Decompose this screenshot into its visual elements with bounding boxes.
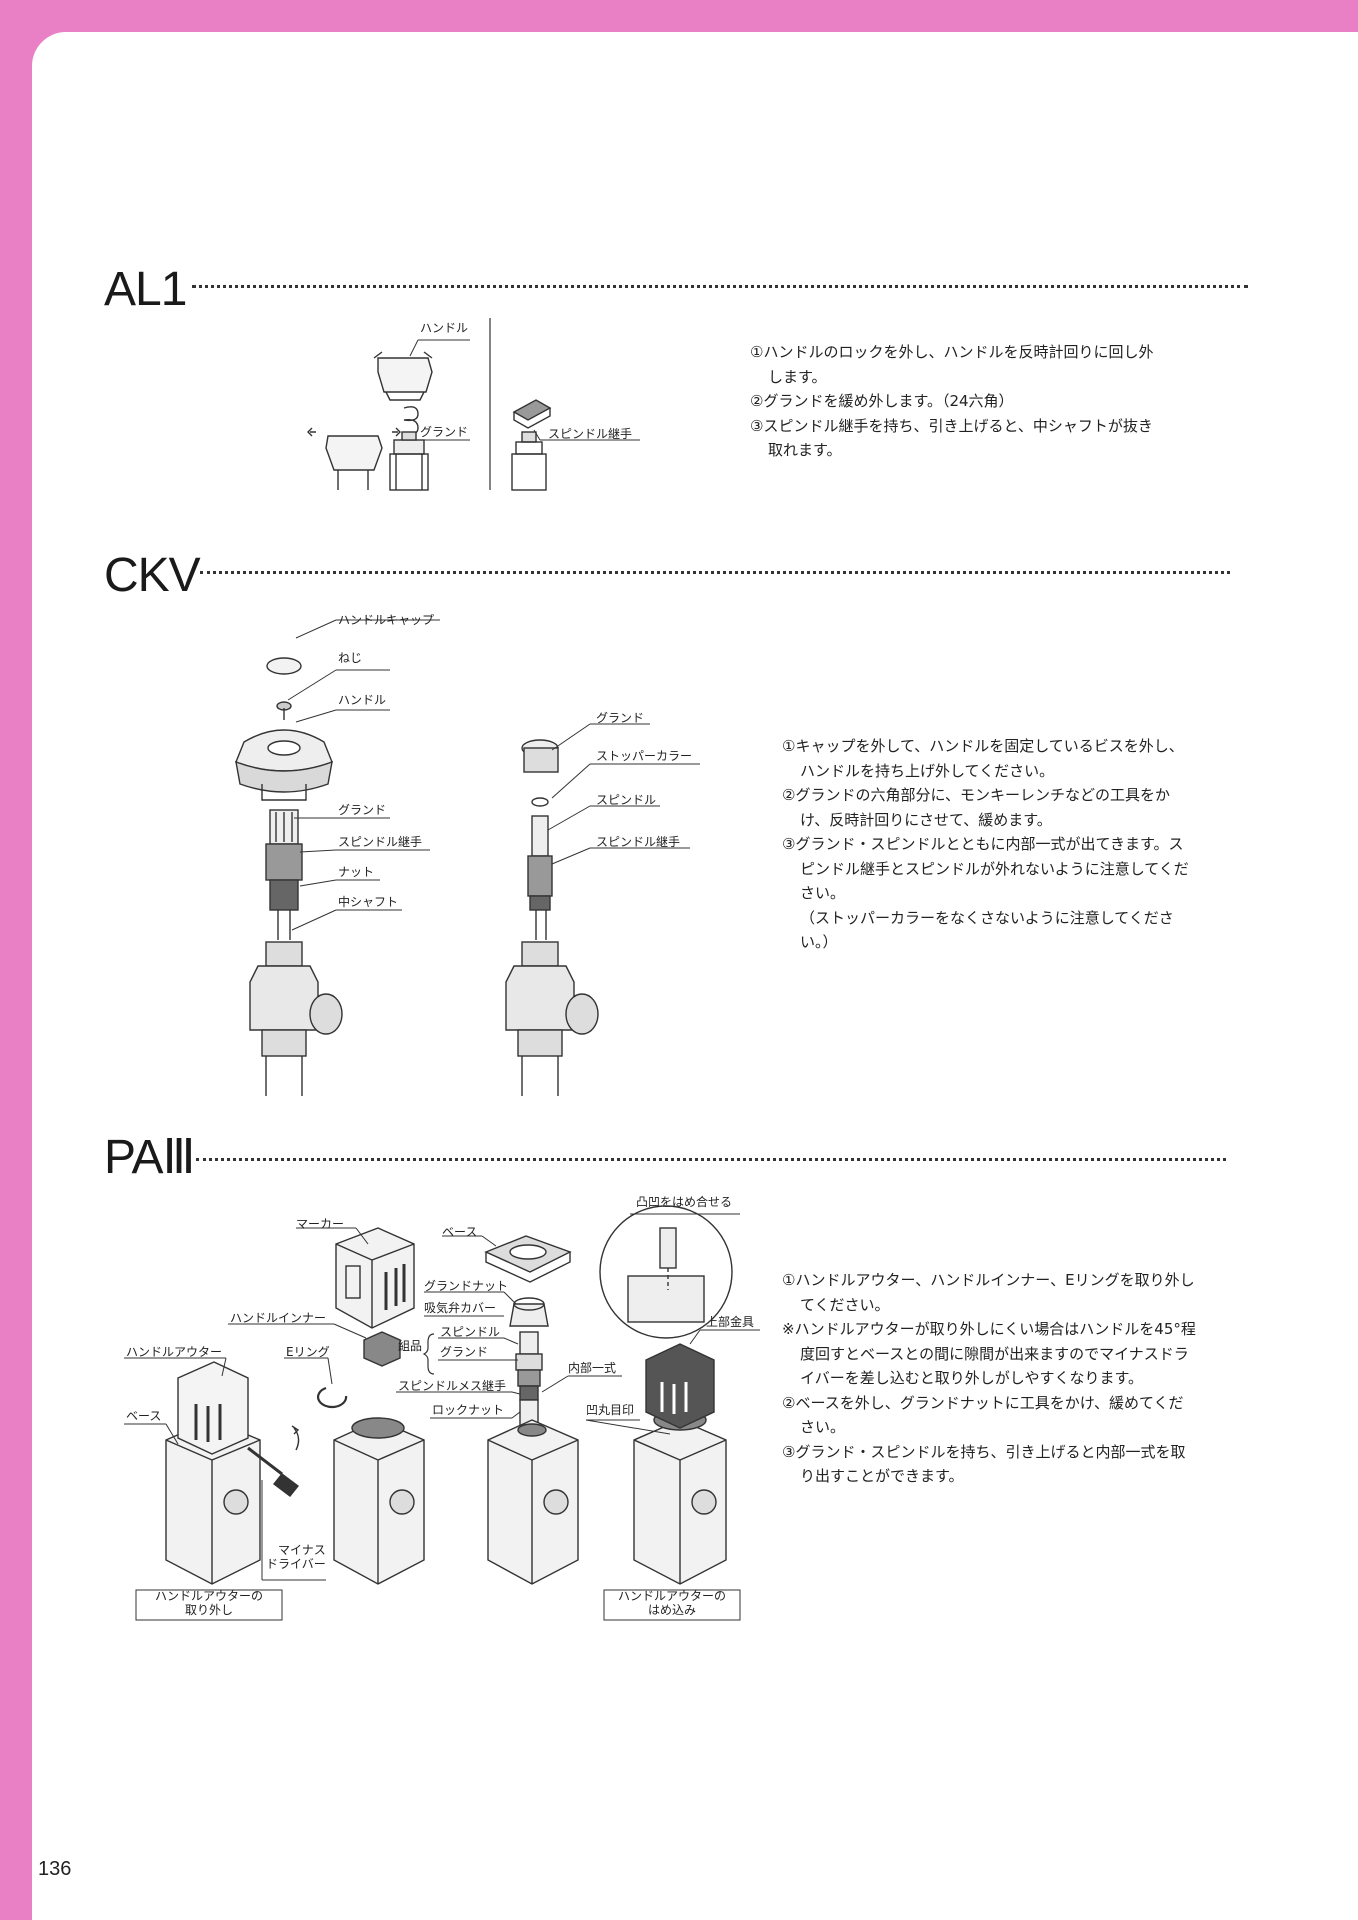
label-handle-cap: ハンドルキャップ (338, 613, 435, 627)
ckv-steps: ①キャップを外して、ハンドルを固定しているビスを外し、ハンドルを持ち上げ外してく… (782, 734, 1198, 955)
label-handle: ハンドル (420, 321, 469, 335)
step-2: ②グランドを緩め外します。（24六角） (750, 392, 1014, 410)
step-3: ③スピンドル継手を持ち、引き上げると、中シャフトが抜き取れます。 (750, 416, 1153, 460)
label-spindle: スピンドル (596, 793, 657, 807)
section-title-ckv: CKV (104, 549, 201, 602)
page-number: 136 (38, 1858, 72, 1880)
label-spindle-coupling: スピンドル継手 (548, 427, 633, 441)
al1-illustration (307, 318, 640, 491)
label-marker: マーカー (296, 1217, 345, 1231)
ckv-illustration-left (235, 619, 440, 1096)
label-spindle-female-coupling: スピンドルメス継手 (398, 1379, 507, 1393)
step-1: ①ハンドルのロックを外し、ハンドルを反時計回りに回し外します。 (750, 343, 1154, 386)
label-base-left: ベース (126, 1409, 162, 1423)
label-gland-nut: グランドナット (424, 1279, 509, 1293)
al1-steps: ①ハンドルのロックを外し、ハンドルを反時計回りに回し外します。 ②グランドを緩め… (750, 340, 1160, 463)
pa3-steps: ①ハンドルアウター、ハンドルインナー、Eリングを取り外してください。 ※ハンドル… (782, 1268, 1198, 1489)
step-2: ②グランドの六角部分に、モンキーレンチなどの工具をかけ、反時計回りにさせて、緩め… (782, 786, 1170, 829)
label-nut: ナット (338, 865, 375, 879)
title-leader-dots (192, 285, 1248, 288)
step-1: ①キャップを外して、ハンドルを固定しているビスを外し、ハンドルを持ち上げ外してく… (782, 737, 1184, 780)
pa3-illustration (124, 1205, 760, 1621)
label-gland: グランド (596, 711, 645, 725)
label-base-top: ベース (442, 1225, 478, 1239)
section-title-pa3: PAⅢ (104, 1131, 196, 1184)
label-spindle-coupling: スピンドル継手 (596, 835, 681, 849)
label-intake-valve-cover: 吸気弁カバー (424, 1301, 497, 1315)
caption-handle-outer-fitting: ハンドルアウターの はめ込み (617, 1589, 726, 1617)
caption-handle-outer-removal: ハンドルアウターの 取り外し (154, 1589, 263, 1617)
step-3: ③グランド・スピンドルとともに内部一式が出てきます。スピンドル継手とスピンドルが… (782, 835, 1189, 951)
title-leader-dots (196, 1158, 1226, 1161)
label-center-shaft: 中シャフト (338, 895, 399, 909)
label-internal-set: 内部一式 (568, 1361, 617, 1375)
label-handle-inner: ハンドルインナー (230, 1311, 327, 1325)
label-assembly: 組品 (398, 1339, 423, 1353)
step-3: ③グランド・スピンドルを持ち、引き上げると内部一式を取り出すことができます。 (782, 1442, 1186, 1486)
label-gland: グランド (440, 1345, 489, 1359)
title-leader-dots (200, 571, 1230, 574)
label-gland: グランド (338, 803, 387, 817)
label-stopper-collar: ストッパーカラー (596, 749, 693, 763)
label-handle: ハンドル (338, 693, 387, 707)
label-spindle: スピンドル (440, 1325, 501, 1339)
label-upper-fitting: 上部金具 (706, 1315, 755, 1329)
step-note: ※ハンドルアウターが取り外しにくい場合はハンドルを45°程度回すとベースとの間に… (782, 1320, 1196, 1387)
label-spindle-coupling: スピンドル継手 (338, 835, 423, 849)
label-lock-nut: ロックナット (432, 1403, 505, 1417)
ckv-illustration-right (505, 723, 700, 1096)
label-fit-together: 凸凹をはめ合せる (636, 1195, 733, 1209)
label-handle-outer: ハンドルアウター (126, 1345, 223, 1359)
label-dimple-mark: 凹丸目印 (586, 1403, 635, 1417)
label-gland: グランド (420, 425, 469, 439)
label-screw: ねじ (338, 651, 363, 665)
label-e-ring: Eリング (286, 1345, 330, 1359)
section-title-al1: AL1 (104, 263, 187, 316)
step-1: ①ハンドルアウター、ハンドルインナー、Eリングを取り外してください。 (782, 1271, 1195, 1314)
step-2: ②ベースを外し、グランドナットに工具をかけ、緩めてください。 (782, 1393, 1184, 1437)
label-flathead-driver: マイナス ドライバー (266, 1543, 326, 1571)
